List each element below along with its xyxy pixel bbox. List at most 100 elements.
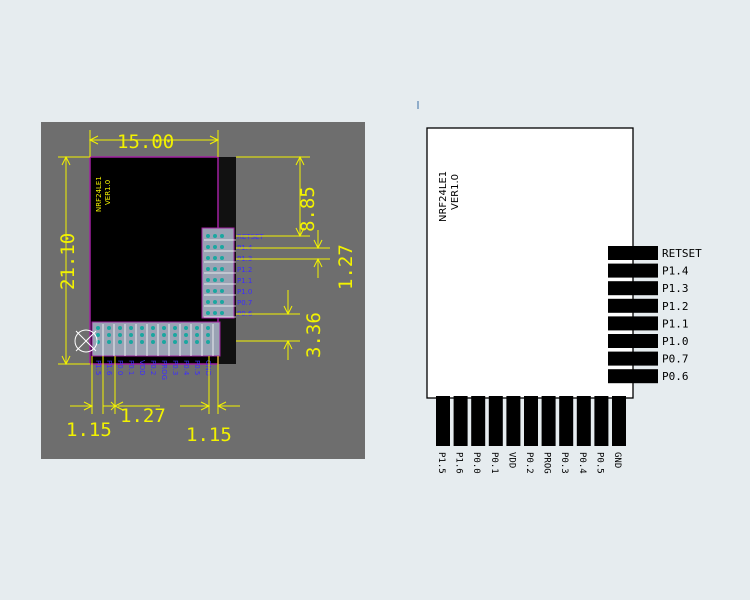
sch-right-pin-label: RETSET (662, 247, 702, 260)
pcb-right-pad-dot (206, 311, 210, 315)
sch-right-pin-label: P1.3 (662, 282, 689, 295)
pcb-right-pin-label: P1.0 (237, 288, 252, 296)
sch-right-pin (608, 281, 658, 296)
dim-pitch-right: 1.27 (335, 244, 357, 290)
pcb-bottom-pad-dot (107, 340, 111, 344)
pcb-bottom-pad-dot (140, 340, 144, 344)
pcb-bottom-pad-dot (195, 326, 199, 330)
sch-bottom-pin (576, 396, 591, 446)
pcb-right-pad-dot (220, 278, 224, 282)
dim-pitch-bottom: 1.27 (120, 405, 166, 427)
sch-bottom-pin (471, 396, 486, 446)
pcb-module-name: NRF24LE1 (95, 176, 103, 212)
pcb-bottom-pad-dot (129, 333, 133, 337)
pcb-bottom-pin-label: GND (204, 360, 212, 376)
pcb-right-pad-dot (213, 256, 217, 260)
pcb-right-pad-dot (213, 245, 217, 249)
sch-bottom-pin (436, 396, 450, 446)
pcb-bottom-pin-label: P0.1 (127, 360, 135, 375)
sch-right-pin (608, 246, 658, 260)
sch-right-pin-label: P0.7 (662, 353, 689, 366)
sch-right-pin (608, 351, 658, 366)
sch-right-pin (608, 263, 658, 278)
pcb-right-pad-dot (213, 289, 217, 293)
pcb-bottom-pad-dot (118, 340, 122, 344)
pcb-bottom-pad-dot (195, 333, 199, 337)
pcb-bottom-pad-dot (173, 333, 177, 337)
pcb-bottom-pin-label: P0.0 (116, 360, 124, 375)
sch-bottom-pin (594, 396, 609, 446)
pcb-right-pad-dot (220, 289, 224, 293)
dim-height: 21.10 (57, 233, 79, 290)
dim-bottom-offset: 3.36 (303, 312, 325, 358)
pcb-right-pad-dot (213, 267, 217, 271)
pcb-bottom-pad-dot (140, 326, 144, 330)
pcb-right-pad-dot (220, 245, 224, 249)
dim-top-offset: 8.85 (297, 186, 319, 232)
bottom-pad-block (91, 321, 221, 357)
pcb-footprint: NRF24LE1 VER1.0 RETSETP1.4P1.3P1.2P1.1P1… (41, 122, 365, 459)
sch-right-pin (608, 369, 658, 384)
pcb-bottom-pad-dot (195, 340, 199, 344)
pcb-bottom-pad-dot (206, 333, 210, 337)
dim-right-offset: 1.15 (186, 424, 232, 446)
sch-bottom-pin (506, 396, 521, 446)
pcb-right-pad-dot (213, 300, 217, 304)
pcb-right-pad-dot (206, 267, 210, 271)
pcb-bottom-pin-label: P1.5 (94, 360, 102, 375)
sch-bottom-pin-label: P0.2 (524, 452, 534, 474)
sch-bottom-pin-label: P1.5 (436, 452, 446, 474)
sch-bottom-pin-label: P0.1 (489, 452, 499, 474)
sch-right-pin (608, 298, 658, 313)
pcb-bottom-pin-label: VDD (138, 360, 146, 376)
sch-right-pin-label: P0.6 (662, 370, 689, 383)
pcb-bottom-pad-dot (107, 326, 111, 330)
dimension-lines (58, 130, 330, 414)
sch-bottom-pin-label: P0.0 (471, 452, 481, 474)
pcb-bottom-pad-dot (184, 326, 188, 330)
sch-right-pin-label: P1.1 (662, 317, 689, 330)
sch-right-pin-label: P1.0 (662, 335, 689, 348)
pcb-right-pad-dot (220, 300, 224, 304)
pcb-bottom-pad-dot (173, 340, 177, 344)
pcb-right-pad-dot (206, 234, 210, 238)
pcb-right-pad-dot (206, 300, 210, 304)
sch-bottom-pin-label: P0.5 (594, 452, 604, 474)
pcb-right-pin-label: P1.2 (237, 266, 252, 274)
pcb-right-pad-dot (220, 267, 224, 271)
pcb-bottom-pad-dot (129, 340, 133, 344)
pcb-right-pin-label: P0.7 (237, 299, 252, 307)
pcb-bottom-pad-dot (206, 340, 210, 344)
pcb-bottom-pad-dot (96, 326, 100, 330)
pcb-right-pad-dot (213, 311, 217, 315)
sch-module-name: NRF24LE1 (438, 171, 449, 222)
pcb-bottom-pin-label: P0.5 (193, 360, 201, 375)
sch-bottom-pin-label: P1.6 (454, 452, 464, 474)
pcb-right-pad-dot (213, 234, 217, 238)
sch-bottom-pin-label: GND (612, 452, 622, 468)
sch-bottom-pin (541, 396, 556, 446)
origin-cross-b (75, 330, 97, 352)
sch-bottom-pin (559, 396, 574, 446)
pcb-bottom-pad-dot (162, 340, 166, 344)
sch-bottom-pin-label: P0.3 (559, 452, 569, 474)
sch-bottom-pin (612, 396, 626, 446)
pcb-right-pin-label: RETSET (237, 233, 264, 241)
pcb-bottom-pad-dot (151, 340, 155, 344)
sch-right-pin-label: P1.2 (662, 300, 689, 313)
pcb-bottom-pad-dot (162, 326, 166, 330)
sch-bottom-pin (524, 396, 538, 446)
dim-width: 15.00 (117, 131, 174, 153)
pcb-bottom-pad-dot (184, 340, 188, 344)
sch-bottom-pin-label: VDD (506, 452, 516, 468)
symbol-outline (426, 127, 634, 399)
sch-bottom-pin (488, 396, 503, 446)
pcb-right-pad-dot (206, 245, 210, 249)
sch-module-version: VER1.0 (450, 174, 461, 210)
pcb-right-pad-dot (220, 311, 224, 315)
pcb-bottom-pad-dot (140, 333, 144, 337)
